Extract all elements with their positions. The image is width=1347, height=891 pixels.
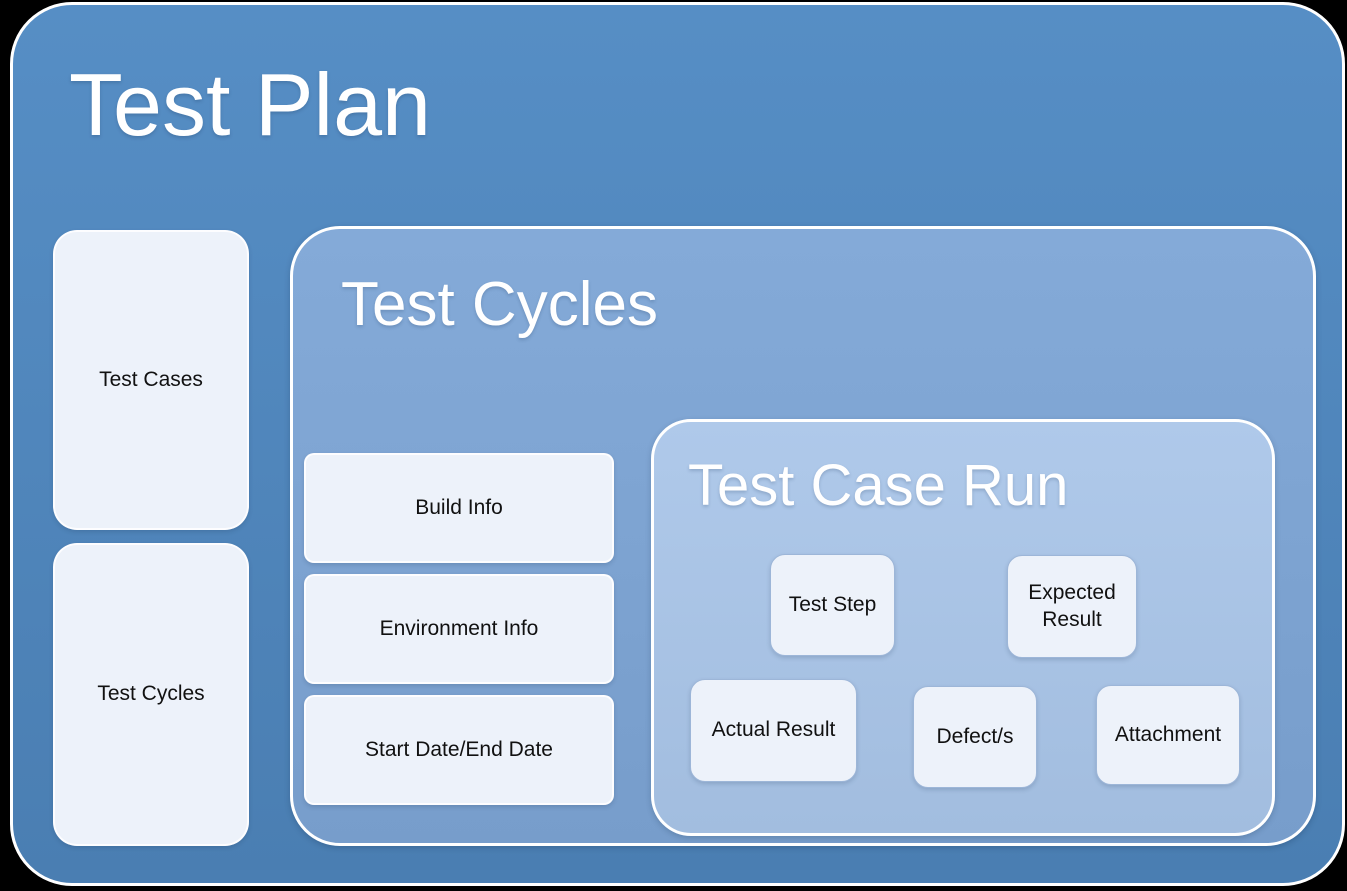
expected-result-card: Expected Result [1007, 555, 1137, 658]
expected-result-card-label: Expected Result [1028, 581, 1116, 631]
test-cycles-title: Test Cycles [341, 270, 658, 339]
test-case-run-title: Test Case Run [688, 453, 1069, 518]
test-cycles-card: Test Cycles [53, 543, 249, 846]
environment-info-card: Environment Info [304, 574, 614, 684]
build-info-card-label: Build Info [415, 495, 503, 519]
test-step-card: Test Step [770, 554, 895, 656]
attachment-card: Attachment [1096, 685, 1240, 785]
build-info-card: Build Info [304, 453, 614, 563]
actual-result-card-label: Actual Result [711, 718, 836, 742]
test-cycles-container: Test Cycles Build Info Environment Info … [290, 226, 1316, 846]
defects-card: Defect/s [913, 686, 1037, 788]
test-cases-card: Test Cases [53, 230, 249, 530]
test-cases-card-label: Test Cases [99, 367, 203, 391]
test-step-card-label: Test Step [788, 592, 877, 616]
test-plan-title: Test Plan [69, 55, 431, 154]
test-case-run-container: Test Case Run Test Step Expected Result … [651, 419, 1275, 836]
start-end-date-card-label: Start Date/End Date [365, 737, 553, 761]
environment-info-card-label: Environment Info [379, 616, 539, 640]
attachment-card-label: Attachment [1114, 722, 1222, 746]
test-plan-container: Test Plan Test Cases Test Cycles Test Cy… [10, 2, 1345, 886]
actual-result-card: Actual Result [690, 679, 857, 782]
defects-card-label: Defect/s [936, 724, 1014, 748]
test-cycles-card-label: Test Cycles [97, 682, 205, 706]
start-end-date-card: Start Date/End Date [304, 695, 614, 805]
